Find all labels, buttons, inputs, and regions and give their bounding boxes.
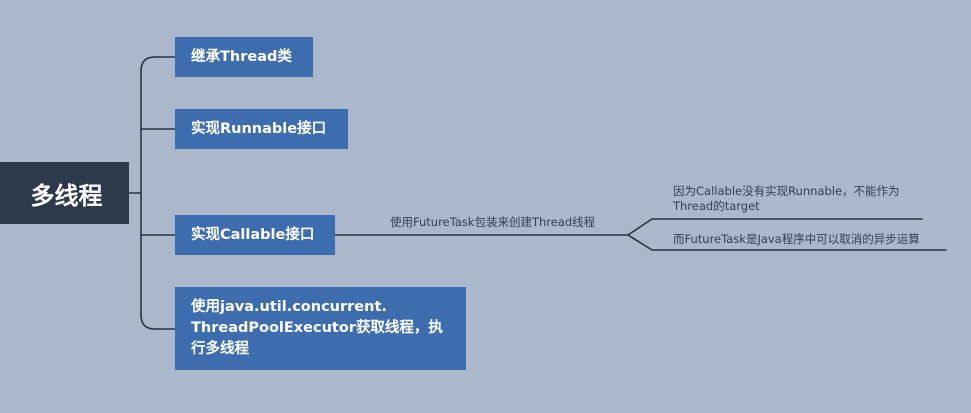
branch-thread-pool-executor[interactable]: 使用java.util.concurrent. ThreadPoolExecut… [175, 287, 466, 370]
branch-implement-runnable[interactable]: 实现Runnable接口 [175, 109, 348, 149]
leaf-2-line [627, 234, 947, 251]
branch-label-line-2: ThreadPoolExecutor获取线程，执 [191, 320, 443, 336]
leaf-line-1: 而FutureTask是Java程序中可以取消的异步运算 [673, 232, 920, 246]
root-node[interactable]: 多线程 [0, 162, 129, 224]
futuretask-connector-label[interactable]: 使用FutureTask包装来创建Thread线程 [390, 215, 596, 229]
leaf-line-1: 因为Callable没有实现Runnable，不能作为 [673, 184, 900, 198]
branch-label-line-3: 行多线程 [191, 341, 249, 357]
leaf-line-2: Thread的target [673, 199, 760, 213]
branch-label-line-1: 使用java.util.concurrent. [191, 299, 387, 315]
branch-label: 实现Callable接口 [191, 226, 315, 243]
leaf-1-line [627, 218, 923, 236]
leaf-futuretask-cancellable[interactable]: 而FutureTask是Java程序中可以取消的异步运算 [673, 232, 920, 247]
branch-label: 继承Thread类 [191, 48, 292, 65]
trunk-line [140, 56, 176, 330]
branch-implement-callable[interactable]: 实现Callable接口 [175, 215, 335, 255]
root-label: 多线程 [30, 181, 103, 210]
branch-label: 实现Runnable接口 [191, 120, 327, 137]
leaf-callable-not-runnable[interactable]: 因为Callable没有实现Runnable，不能作为 Thread的targe… [673, 184, 900, 214]
branch-inherit-thread[interactable]: 继承Thread类 [175, 37, 313, 77]
